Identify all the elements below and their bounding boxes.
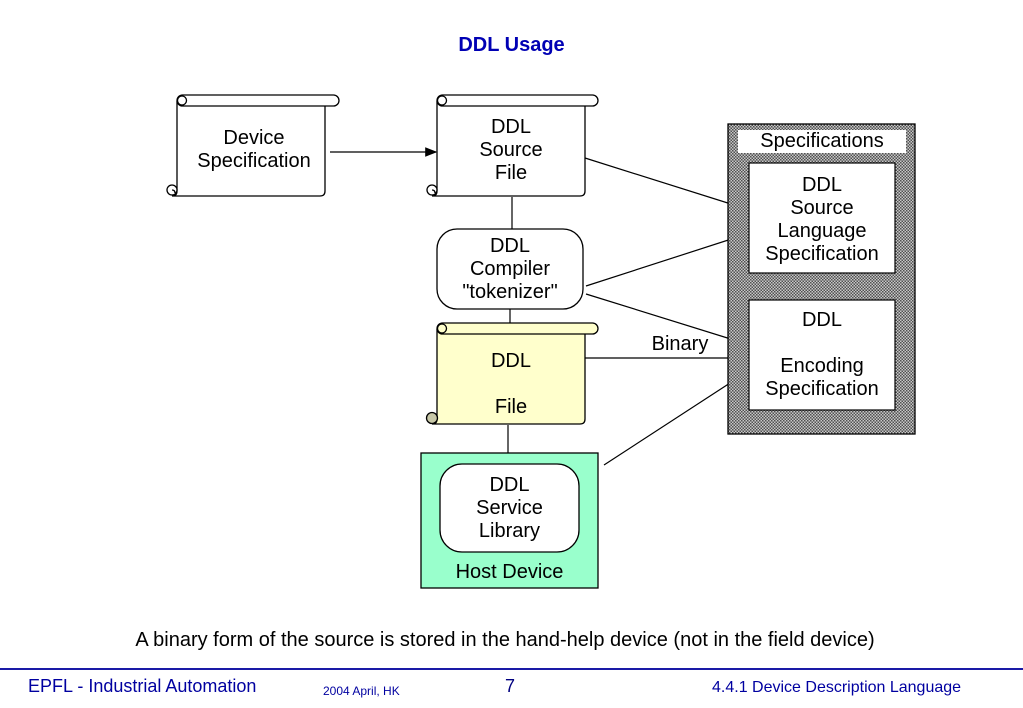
ddl-service-library-label: DDL Service Library xyxy=(440,474,579,543)
label-line: Device xyxy=(223,127,285,149)
label-spacer xyxy=(437,373,585,396)
edge-compiler-to-language-spec xyxy=(585,232,751,287)
label-line: DDL xyxy=(489,474,530,496)
label-line: Specification xyxy=(765,378,879,400)
label-line: "tokenizer" xyxy=(462,281,558,303)
footer-organization: EPFL - Industrial Automation xyxy=(28,676,257,696)
label-line: DDL xyxy=(490,116,531,138)
label-line: DDL xyxy=(801,309,842,331)
ddl-source-file-label: DDL Source File xyxy=(437,116,585,185)
label-line: DDL xyxy=(801,174,842,196)
label-line: Source xyxy=(790,197,854,219)
specifications-label-bg xyxy=(738,130,906,153)
ddl-file-scroll xyxy=(425,322,599,425)
ddl-source-file-scroll xyxy=(426,94,599,197)
source-language-spec-box xyxy=(748,162,896,274)
host-device-label: Host Device xyxy=(455,561,564,583)
edge-host-device-to-encoding-spec xyxy=(603,369,751,466)
device-specification-label: Device Specification xyxy=(180,127,328,173)
label-line: Language xyxy=(777,220,867,242)
label-line: File xyxy=(494,162,528,184)
label-line: Service xyxy=(476,497,543,519)
label-line: Encoding xyxy=(780,355,864,377)
ddl-compiler-label: DDL Compiler "tokenizer" xyxy=(437,235,583,304)
encoding-spec-box xyxy=(748,299,896,411)
device-specification-scroll xyxy=(166,94,340,197)
label-line: Source xyxy=(479,139,543,161)
label-spacer xyxy=(749,332,895,355)
label-line: DDL xyxy=(489,235,530,257)
footer-date: 2004 April, HK xyxy=(323,684,400,698)
footer-page-number: 7 xyxy=(505,676,516,696)
slide-title: DDL Usage xyxy=(458,34,565,56)
label-line: File xyxy=(494,396,528,418)
label-line: Specification xyxy=(765,243,879,265)
binary-edge-label: Binary xyxy=(651,333,709,355)
footer-rule xyxy=(0,668,1023,670)
label-line: Specification xyxy=(197,150,311,172)
ddl-service-library-box xyxy=(439,463,580,553)
label-line: Library xyxy=(478,520,541,542)
connectors xyxy=(330,147,751,466)
label-line: DDL xyxy=(490,350,531,372)
slide-caption: A binary form of the source is stored in… xyxy=(135,629,875,651)
specifications-label: Specifications xyxy=(760,130,884,152)
encoding-spec-label: DDL Encoding Specification xyxy=(749,309,895,401)
edge-source-file-to-language-spec xyxy=(584,157,751,211)
edge-compiler-to-encoding-spec xyxy=(585,293,751,346)
label-line: Compiler xyxy=(469,258,551,280)
ddl-compiler-box xyxy=(436,228,584,310)
ddl-file-label: DDL File xyxy=(437,350,585,419)
source-language-spec-label: DDL Source Language Specification xyxy=(749,174,895,266)
footer-section-title: 4.4.1 Device Description Language xyxy=(712,679,962,696)
